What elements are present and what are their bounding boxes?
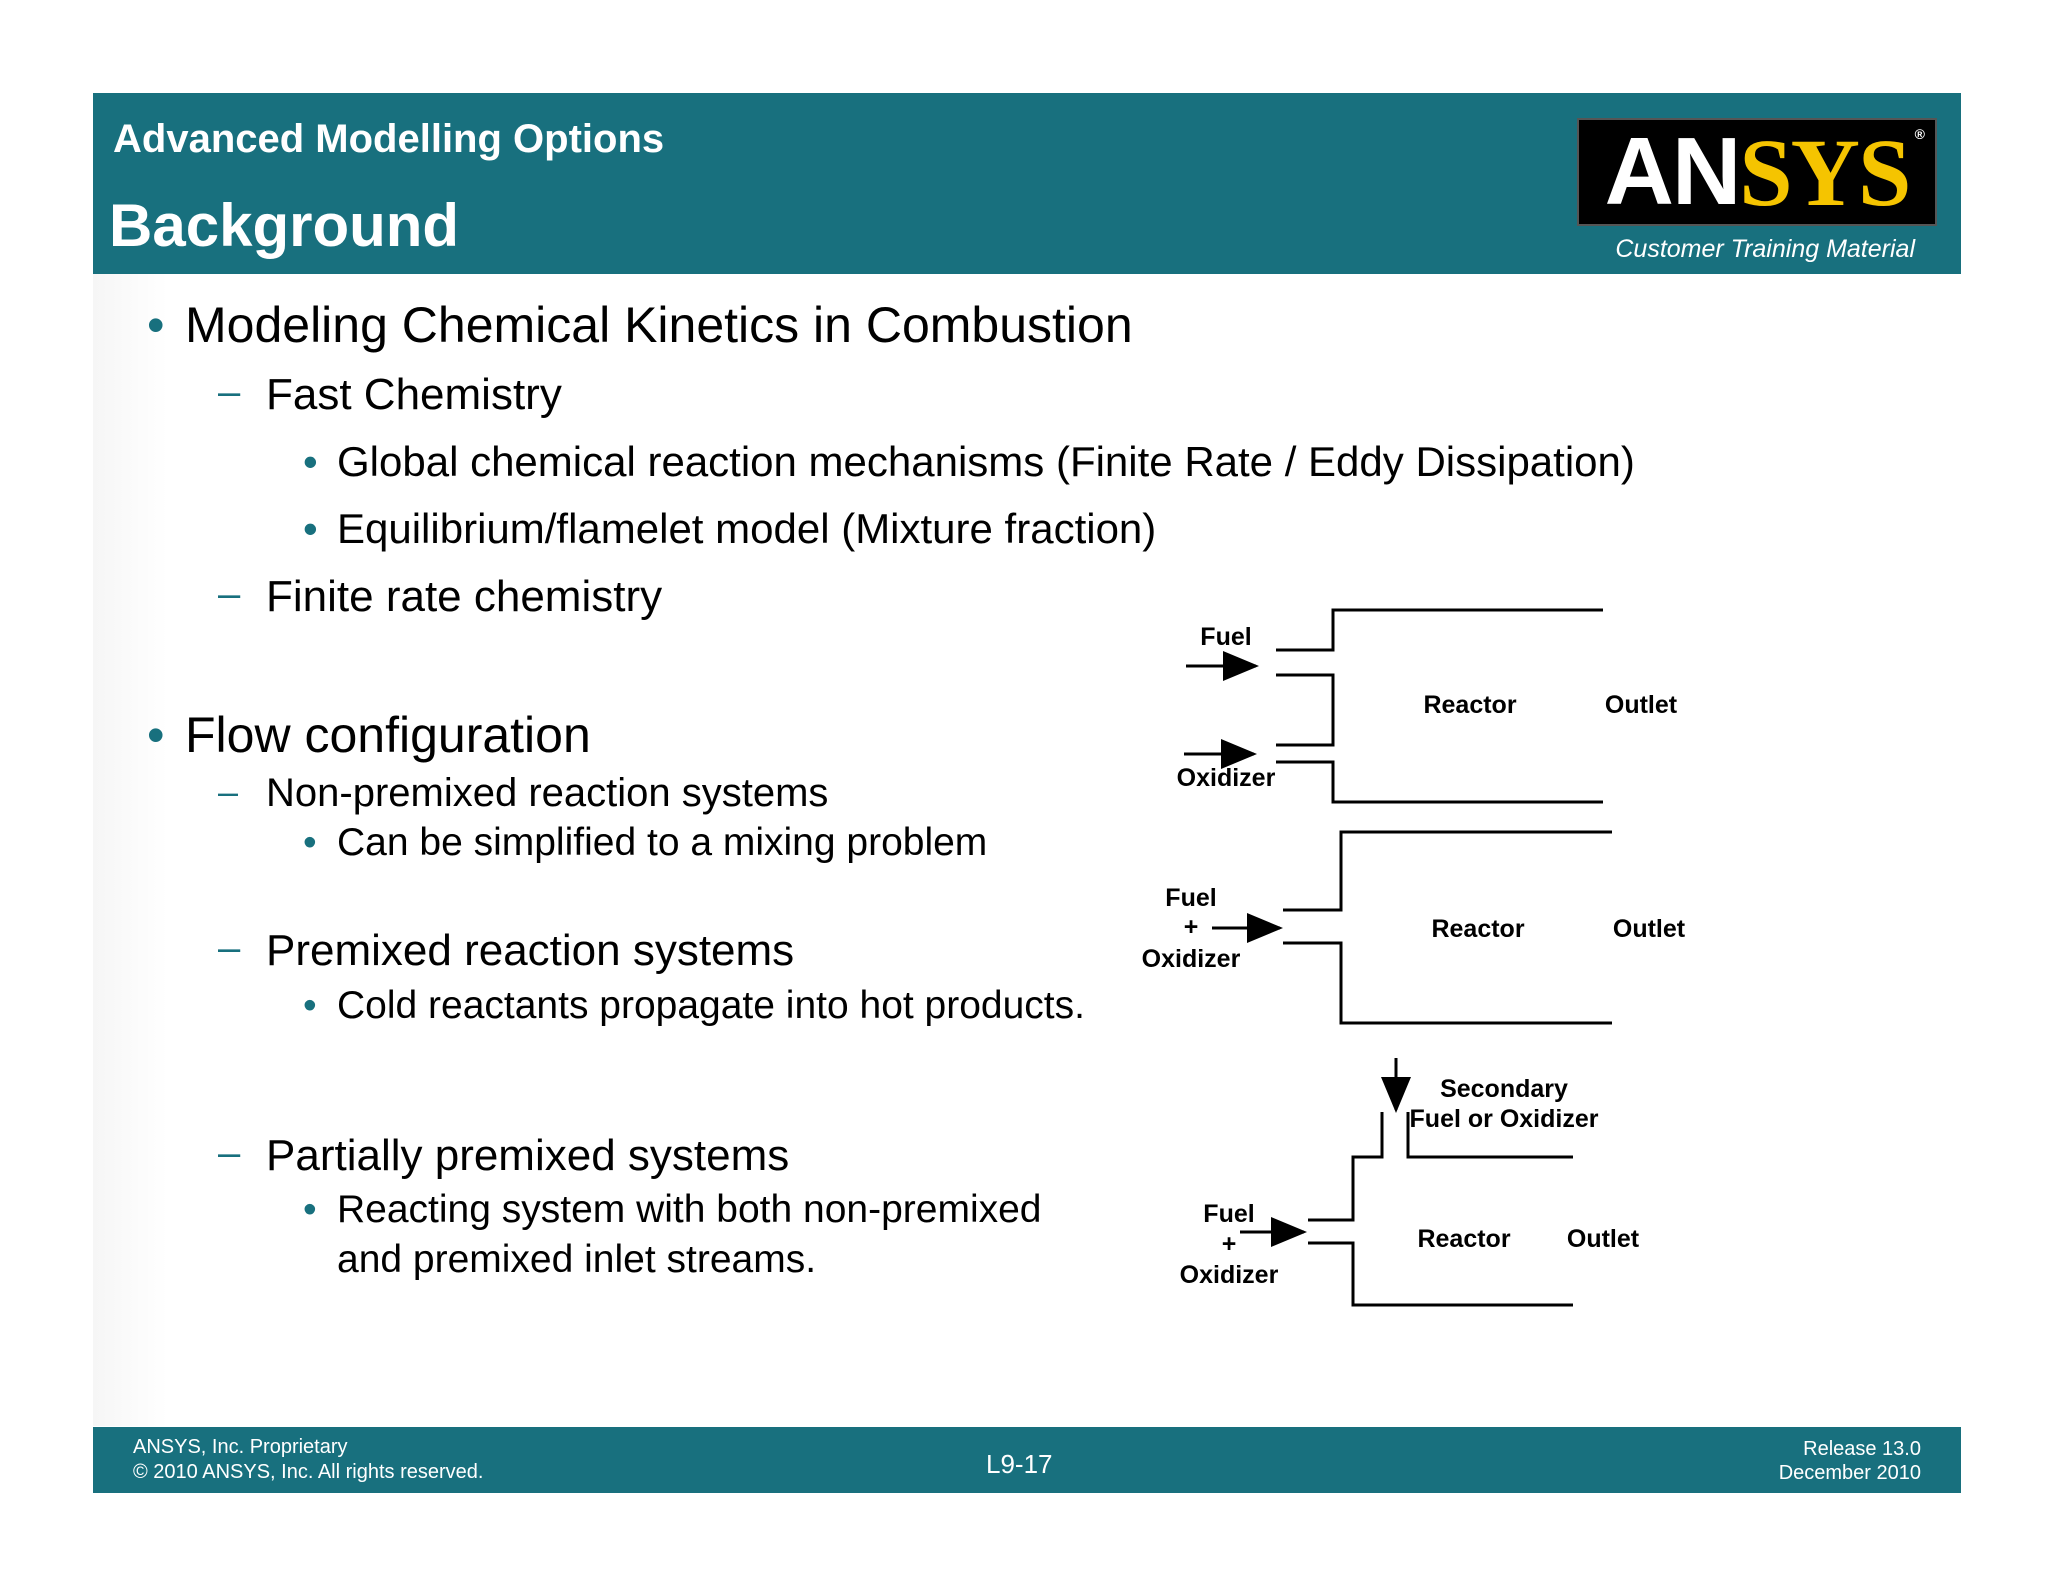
diagram2-outlet-label: Outlet bbox=[1613, 915, 1686, 943]
diagram2-plus-label: + bbox=[1184, 913, 1199, 941]
dash-mark: – bbox=[218, 370, 241, 414]
logo-text-sys: SYS bbox=[1739, 118, 1911, 226]
bullet-text: Premixed reaction systems bbox=[266, 926, 795, 975]
bullet-finite-rate: – Finite rate chemistry bbox=[218, 572, 663, 622]
bullet-text: Modeling Chemical Kinetics in Combustion bbox=[185, 297, 1133, 353]
diagram2-oxidizer-label: Oxidizer bbox=[1142, 945, 1241, 973]
diagram3-reactor-label: Reactor bbox=[1417, 1225, 1510, 1253]
logo-text-an: AN bbox=[1604, 118, 1742, 225]
bullet-mixing-problem: • Can be simplified to a mixing problem bbox=[303, 821, 988, 865]
bullet-text: Reacting system with both non-premixed bbox=[337, 1188, 1042, 1231]
footer-date: December 2010 bbox=[1778, 1462, 1921, 1484]
bullet-mark: • bbox=[147, 707, 165, 763]
diagram1-fuel-label: Fuel bbox=[1200, 623, 1251, 651]
diagram3-fuel-label: Fuel bbox=[1203, 1200, 1254, 1228]
bullet-mark: • bbox=[303, 821, 317, 864]
bullet-text: Fast Chemistry bbox=[266, 370, 562, 419]
bullet-text: Partially premixed systems bbox=[266, 1131, 790, 1180]
logo-registered-mark: ® bbox=[1914, 126, 1925, 142]
reactor-bottom-wall bbox=[1308, 1241, 1573, 1307]
bullet-non-premixed: – Non-premixed reaction systems bbox=[218, 771, 829, 816]
side-shade bbox=[93, 274, 168, 1426]
diagram2-reactor-label: Reactor bbox=[1431, 915, 1524, 943]
dash-mark: – bbox=[218, 1131, 241, 1175]
bullet-mark: • bbox=[147, 297, 165, 353]
reactor-upper-left-wall bbox=[1308, 1112, 1384, 1222]
footer-copyright: © 2010 ANSYS, Inc. All rights reserved. bbox=[133, 1461, 484, 1483]
bullet-reacting-system-cont: and premixed inlet streams. bbox=[337, 1238, 816, 1282]
bullet-global-mechanisms: • Global chemical reaction mechanisms (F… bbox=[303, 438, 1635, 486]
bullet-text: Finite rate chemistry bbox=[266, 572, 663, 621]
diagram3-oxidizer-label: Oxidizer bbox=[1180, 1261, 1279, 1289]
diagram3-outlet-label: Outlet bbox=[1567, 1225, 1640, 1253]
reactor-bottom-wall bbox=[1283, 941, 1612, 1025]
bullet-partially-premixed: – Partially premixed systems bbox=[218, 1131, 790, 1181]
diagram2-fuel-label: Fuel bbox=[1165, 884, 1216, 912]
slide-footer: ANSYS, Inc. Proprietary © 2010 ANSYS, In… bbox=[93, 1427, 1961, 1493]
slide-title: Background bbox=[109, 192, 460, 259]
bullet-text: Can be simplified to a mixing problem bbox=[337, 821, 988, 864]
bullet-text: Global chemical reaction mechanisms (Fin… bbox=[337, 438, 1635, 485]
bullet-fast-chemistry: – Fast Chemistry bbox=[218, 370, 562, 420]
footer-release: Release 13.0 bbox=[1803, 1438, 1921, 1460]
diagram1-outlet-label: Outlet bbox=[1605, 691, 1678, 719]
reactor-top-wall bbox=[1406, 1112, 1573, 1159]
bullet-mark: • bbox=[303, 984, 317, 1027]
dash-mark: – bbox=[218, 771, 239, 812]
bullet-text: Cold reactants propagate into hot produc… bbox=[337, 984, 1085, 1027]
diagram3-secondary-label-2: Fuel or Oxidizer bbox=[1410, 1105, 1599, 1133]
dash-mark: – bbox=[218, 926, 241, 970]
diagram1-oxidizer-label: Oxidizer bbox=[1177, 764, 1276, 792]
bullet-text: Equilibrium/flamelet model (Mixture frac… bbox=[337, 505, 1157, 552]
dash-mark: – bbox=[218, 572, 241, 616]
diagram1-reactor-label: Reactor bbox=[1423, 691, 1516, 719]
footer-proprietary: ANSYS, Inc. Proprietary bbox=[133, 1436, 348, 1458]
training-material-label: Customer Training Material bbox=[1615, 235, 1915, 263]
bullet-flow-configuration: • Flow configuration bbox=[147, 706, 591, 764]
diagram-non-premixed bbox=[1184, 608, 1603, 804]
diagram3-plus-label: + bbox=[1222, 1230, 1237, 1258]
reactor-bottom-wall bbox=[1276, 760, 1603, 804]
bullet-reacting-system: • Reacting system with both non-premixed bbox=[303, 1188, 1042, 1232]
bullet-mark: • bbox=[303, 505, 318, 552]
bullet-chemical-kinetics: • Modeling Chemical Kinetics in Combusti… bbox=[147, 296, 1133, 354]
section-title: Advanced Modelling Options bbox=[113, 117, 665, 161]
slide-background bbox=[93, 93, 1961, 1493]
bullet-text: and premixed inlet streams. bbox=[337, 1238, 817, 1281]
bullet-mark: • bbox=[303, 438, 318, 485]
bullet-cold-reactants: • Cold reactants propagate into hot prod… bbox=[303, 984, 1085, 1028]
bullet-text: Flow configuration bbox=[185, 707, 591, 763]
inlet-divider bbox=[1276, 673, 1335, 747]
bullet-mark: • bbox=[303, 1188, 317, 1231]
diagram3-secondary-label: Secondary bbox=[1440, 1075, 1568, 1103]
reactor-top-wall bbox=[1276, 608, 1603, 652]
bullet-equilibrium-flamelet: • Equilibrium/flamelet model (Mixture fr… bbox=[303, 505, 1157, 553]
bullet-premixed: – Premixed reaction systems bbox=[218, 926, 795, 976]
diagram-partially-premixed bbox=[1240, 1058, 1573, 1307]
footer-page-number: L9-17 bbox=[986, 1449, 1053, 1479]
diagram-premixed bbox=[1212, 830, 1612, 1025]
bullet-text: Non-premixed reaction systems bbox=[266, 771, 829, 815]
slide-header: Advanced Modelling Options Background AN… bbox=[93, 93, 1961, 274]
reactor-top-wall bbox=[1283, 830, 1612, 912]
